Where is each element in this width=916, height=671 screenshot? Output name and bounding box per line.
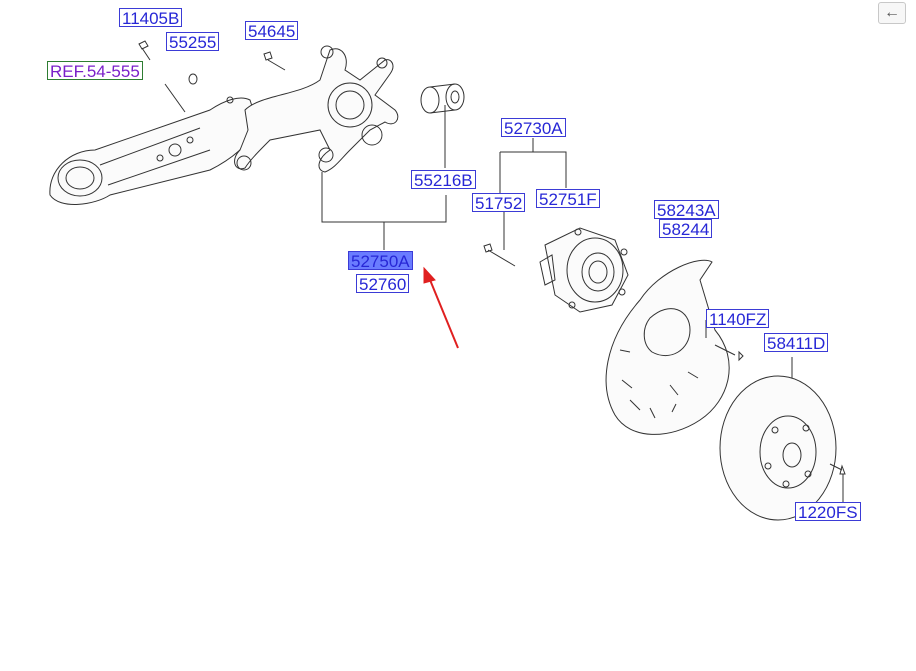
part-label-58244[interactable]: 58244 <box>659 219 713 239</box>
part-label-51752[interactable]: 51752 <box>472 193 526 213</box>
part-label-52751F[interactable]: 52751F <box>536 189 600 209</box>
ref-label[interactable]: REF.54-555 <box>47 61 143 81</box>
bushing-drawing <box>420 83 465 114</box>
brake-disc-drawing <box>719 375 837 521</box>
part-label-11405B[interactable]: 11405B <box>119 8 183 28</box>
pointer-arrow <box>423 266 459 349</box>
part-label-55255[interactable]: 55255 <box>166 32 220 52</box>
part-label-58411D[interactable]: 58411D <box>764 333 829 353</box>
part-label-55216B[interactable]: 55216B <box>411 170 476 190</box>
dust-shield-drawing <box>605 259 730 435</box>
part-label-1220FS[interactable]: 1220FS <box>795 502 861 522</box>
part-label-52730A[interactable]: 52730A <box>501 118 566 138</box>
part-label-1140FZ[interactable]: 1140FZ <box>706 309 770 329</box>
part-label-52750A[interactable]: 52750A <box>348 251 413 271</box>
part-label-52760[interactable]: 52760 <box>356 274 410 294</box>
part-label-58243A[interactable]: 58243A <box>654 200 719 220</box>
knuckle-drawing <box>234 45 399 173</box>
trailing-arm-drawing <box>49 96 259 205</box>
hub-bearing-drawing <box>539 227 629 313</box>
arrow-left-icon: ← <box>884 4 900 21</box>
back-button[interactable]: ← <box>878 2 906 24</box>
part-label-54645[interactable]: 54645 <box>245 21 299 41</box>
